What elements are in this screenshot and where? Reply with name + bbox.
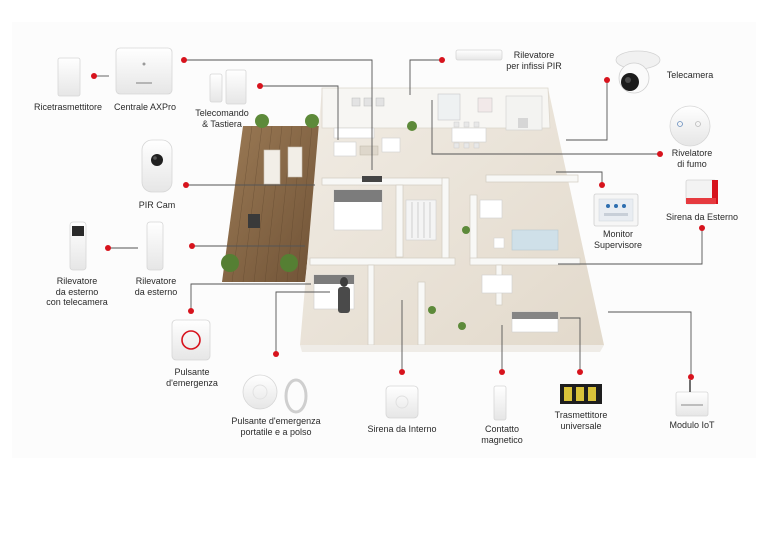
wall xyxy=(309,257,456,266)
pulsante-portatile-device xyxy=(242,374,308,414)
centrale-axpro-device xyxy=(115,47,173,95)
bathroom-fixture xyxy=(479,199,503,219)
wall xyxy=(485,174,579,183)
telecomando-device xyxy=(209,69,247,105)
plant xyxy=(255,114,269,128)
wall xyxy=(469,257,581,266)
bathtub xyxy=(511,229,559,251)
telecamera-device xyxy=(615,50,661,94)
armchair xyxy=(381,137,401,153)
ricetrasmettitore-device xyxy=(57,57,81,97)
wall xyxy=(321,177,449,186)
connector-lines xyxy=(94,59,703,377)
plant xyxy=(407,121,417,131)
label-modulo-iot: Modulo IoT xyxy=(669,420,715,430)
monitor-supervisore-device xyxy=(593,193,639,227)
wall xyxy=(367,264,375,346)
contatto-magnetico-device xyxy=(493,385,507,421)
deck-chair xyxy=(287,146,303,178)
sofa xyxy=(333,141,357,157)
pir-infissi-device xyxy=(455,49,503,61)
ril-esterno-device xyxy=(146,221,164,271)
connector-dots xyxy=(91,57,705,380)
label-centrale-axpro: Centrale AXPro xyxy=(113,102,177,112)
label-ricetrasmettitore: Ricetrasmettitore xyxy=(33,102,103,112)
wall xyxy=(417,281,426,346)
wall xyxy=(395,184,404,258)
label-pir-cam: PIR Cam xyxy=(138,200,176,210)
headboard xyxy=(334,190,382,202)
plant xyxy=(305,114,319,128)
ril-esterno-cam-device xyxy=(69,221,87,271)
coffee-table xyxy=(359,145,379,156)
deck-grill xyxy=(248,214,260,228)
sirena-interno-device xyxy=(385,385,419,419)
deck-sofa xyxy=(263,149,281,185)
plant xyxy=(221,254,239,272)
wall xyxy=(469,194,478,262)
person-figure xyxy=(340,277,348,287)
sofa xyxy=(481,274,513,294)
wardrobe xyxy=(405,199,437,241)
wall xyxy=(441,177,450,259)
rivelatore-fumo-device xyxy=(669,105,711,147)
pulsante-emergenza-device xyxy=(171,319,211,361)
label-sirena-interno: Sirena da Interno xyxy=(367,424,437,434)
trasmettitore-universale-device xyxy=(560,384,602,404)
dining-table xyxy=(451,127,487,143)
front-wall xyxy=(300,345,604,352)
label-telecomando: Telecomando& Tastiera xyxy=(195,108,249,129)
sirena-esterno-device xyxy=(685,179,718,205)
floor-plan xyxy=(221,87,604,352)
label-telecamera: Telecamera xyxy=(666,70,714,80)
pir-cam-device xyxy=(141,139,173,193)
sofa xyxy=(333,127,375,139)
modulo-iot-device xyxy=(675,380,709,417)
plant xyxy=(280,254,298,272)
label-sirena-esterno: Sirena da Esterno xyxy=(665,212,739,222)
